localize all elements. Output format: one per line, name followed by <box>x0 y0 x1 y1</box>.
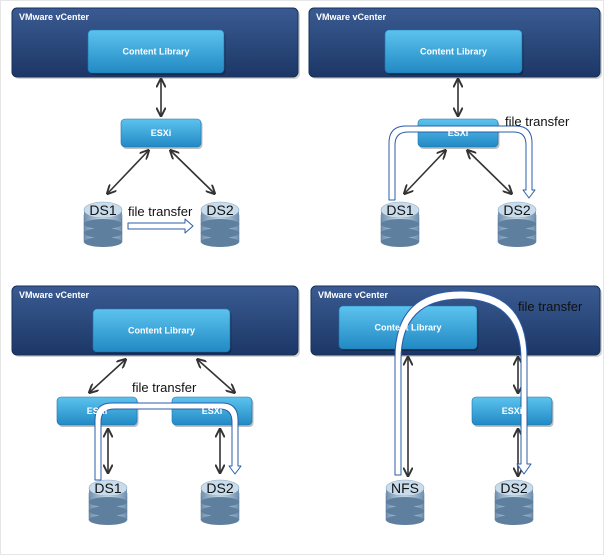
disk-platter-edge <box>201 506 239 516</box>
file-transfer-arrow <box>94 402 242 481</box>
disk-top <box>200 201 240 219</box>
disk-platter-edge <box>89 497 127 507</box>
datastore-icon <box>200 201 240 247</box>
datastore-label: DS1 <box>386 202 413 218</box>
disk-platter-edge <box>201 219 239 229</box>
esxi-host-box-label: ESXi <box>202 406 223 416</box>
disk-top <box>385 479 425 497</box>
esxi-host-box-label: ESXi <box>87 406 108 416</box>
disk-top <box>497 201 537 219</box>
disk-platter-edge <box>386 515 424 525</box>
content-library-box <box>384 29 523 74</box>
disk-top <box>83 201 123 219</box>
file-transfer-arrow <box>394 290 532 476</box>
datastore-label: NFS <box>391 480 419 496</box>
disk-top <box>200 479 240 497</box>
disk-platter-edge <box>498 237 536 247</box>
disk-platter-edge <box>201 515 239 525</box>
connection-arrow <box>90 360 125 392</box>
vcenter-title: VMware vCenter <box>19 290 90 300</box>
content-library-box <box>87 29 225 74</box>
disk-platter-edge <box>201 228 239 238</box>
content-library-box-label: Content Library <box>122 47 189 57</box>
scenario-same-host <box>11 7 300 247</box>
disk-platter-edge <box>84 228 122 238</box>
disk-platter-edge <box>381 237 419 247</box>
file-transfer-label: file transfer <box>132 380 197 395</box>
disk-platter-edge <box>386 497 424 507</box>
disk-platter-edge <box>381 219 419 229</box>
datastore-icon <box>83 201 123 247</box>
esxi-host-box-label: ESXi <box>448 128 469 138</box>
file-transfer-arrow <box>388 125 536 201</box>
content-library-box-label: Content Library <box>374 323 441 333</box>
datastore-label: DS1 <box>89 202 116 218</box>
esxi-host-box-label: ESXi <box>502 406 523 416</box>
content-library-box <box>92 308 231 353</box>
disk-platter-edge <box>89 506 127 516</box>
file-transfer-label: file transfer <box>128 204 193 219</box>
disk-platter-edge <box>84 219 122 229</box>
disk-platter-edge <box>381 228 419 238</box>
disk-top <box>88 479 128 497</box>
disk-platter-edge <box>495 497 533 507</box>
esxi-host-box <box>120 118 202 148</box>
connection-arrow <box>468 151 511 193</box>
disk-platter-edge <box>89 515 127 525</box>
datastore-icon <box>380 201 420 247</box>
content-library-box-label: Content Library <box>420 47 487 57</box>
datastore-icon <box>494 479 534 525</box>
disk-platter-edge <box>386 506 424 516</box>
esxi-host-box <box>471 396 553 426</box>
disk-platter-edge <box>498 228 536 238</box>
disk-platter-edge <box>495 515 533 525</box>
disk-platter-edge <box>84 237 122 247</box>
scenario-same-host-via-esxi <box>308 7 602 247</box>
vcenter-title: VMware vCenter <box>318 290 389 300</box>
disk-top <box>494 479 534 497</box>
datastore-label: DS2 <box>500 480 527 496</box>
file-transfer-arrow <box>127 218 194 234</box>
content-library-box <box>338 305 478 350</box>
datastore-label: DS1 <box>94 480 121 496</box>
esxi-host-box-label: ESXi <box>151 128 172 138</box>
datastore-label: DS2 <box>503 202 530 218</box>
disk-platter-edge <box>201 497 239 507</box>
disk-platter-edge <box>498 219 536 229</box>
vcenter-title: VMware vCenter <box>316 12 387 22</box>
disk-top <box>380 201 420 219</box>
datastore-label: DS2 <box>206 480 233 496</box>
datastore-icon <box>200 479 240 525</box>
connection-arrow <box>108 151 148 193</box>
datastore-icon <box>497 201 537 247</box>
file-transfer-label: file transfer <box>505 114 570 129</box>
vcenter-title: VMware vCenter <box>19 12 90 22</box>
content-library-box-label: Content Library <box>128 326 195 336</box>
scenario-different-hosts <box>11 285 300 525</box>
connection-arrow <box>405 151 445 193</box>
file-transfer-label: file transfer <box>518 299 583 314</box>
datastore-icon <box>88 479 128 525</box>
datastore-label: DS2 <box>206 202 233 218</box>
connection-arrow <box>171 151 214 193</box>
disk-platter-edge <box>495 506 533 516</box>
connection-arrow <box>198 360 234 392</box>
scenario-nfs-to-datastore <box>310 285 602 525</box>
datastore-icon <box>385 479 425 525</box>
disk-platter-edge <box>201 237 239 247</box>
